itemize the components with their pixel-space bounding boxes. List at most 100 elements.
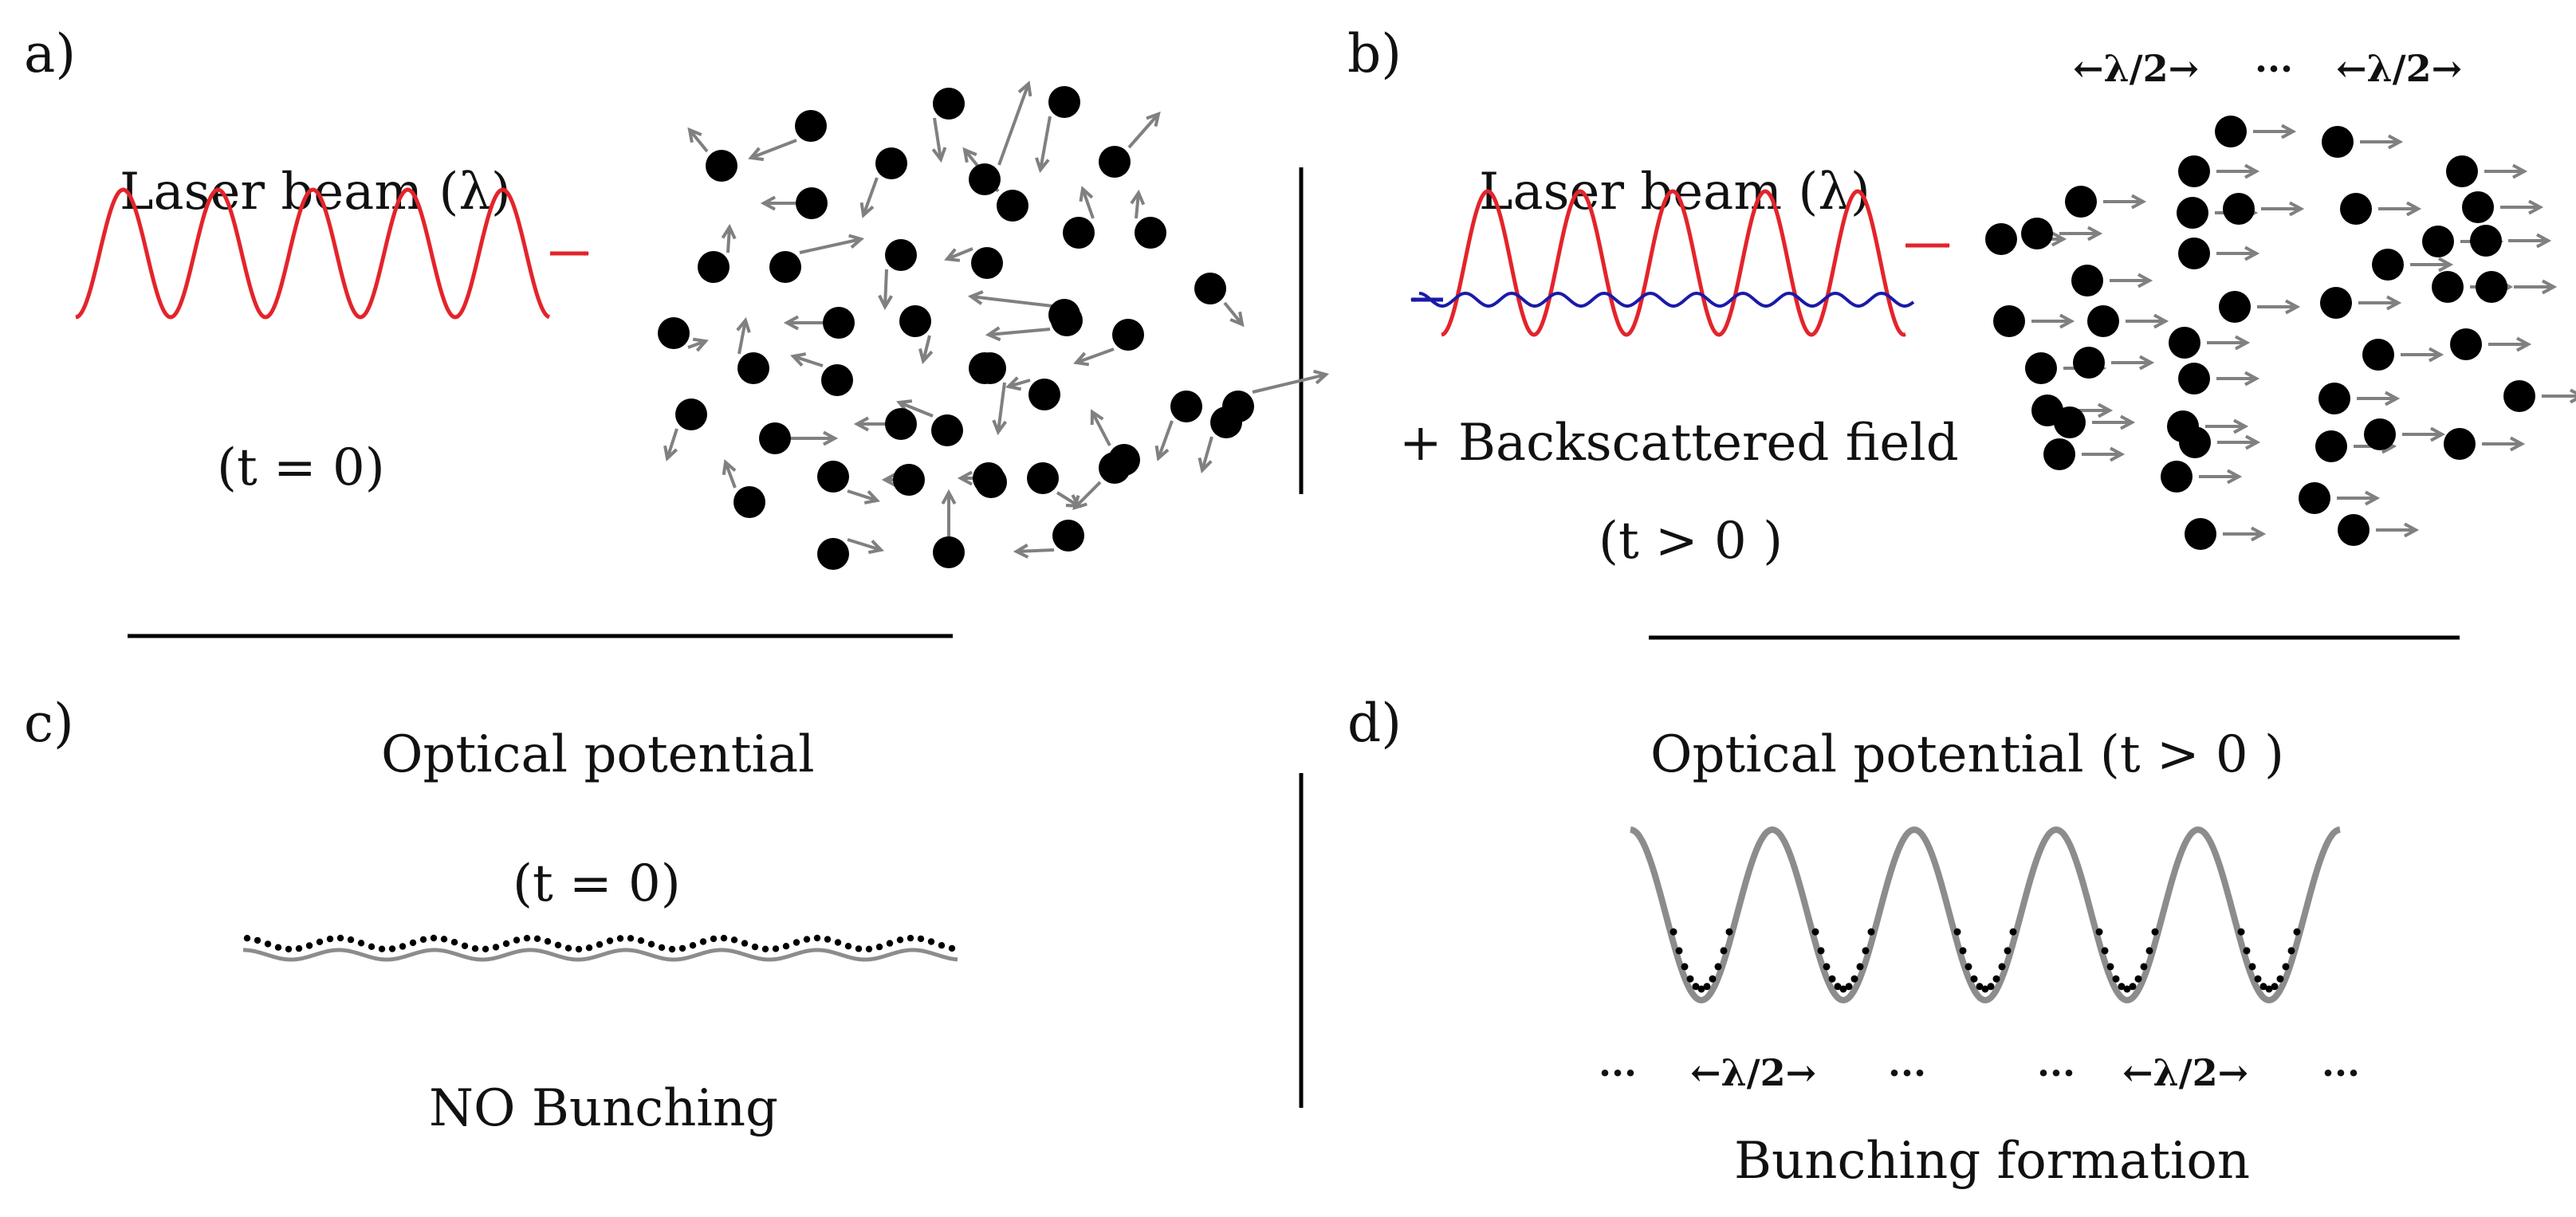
velocity-arrowhead — [2086, 226, 2103, 241]
atom — [931, 414, 963, 446]
modulated-optical-potential — [1630, 826, 2341, 1003]
trapped-atom-dot — [1686, 975, 1694, 983]
panel-d-dots-2: ··· — [1888, 1051, 1926, 1094]
velocity-arrowhead — [2244, 434, 2261, 450]
atom-dot — [741, 940, 749, 947]
atom — [2219, 291, 2251, 323]
velocity-arrowhead — [1005, 376, 1022, 391]
velocity-arrowhead — [790, 352, 807, 367]
velocity-arrowhead — [2153, 313, 2169, 329]
atom — [1985, 223, 2017, 255]
velocity-arrow — [1091, 411, 1111, 446]
atom — [885, 408, 917, 440]
velocity-arrowhead — [1079, 186, 1094, 202]
velocity-arrow — [1076, 347, 1115, 364]
velocity-arrow — [799, 238, 862, 254]
trapped-atom-dot — [2106, 963, 2114, 971]
velocity-arrowhead — [918, 348, 934, 365]
atom-dot — [254, 936, 262, 944]
atom — [796, 187, 828, 219]
uniform-atom-line — [243, 934, 956, 953]
atom — [2318, 383, 2350, 414]
atom — [2043, 438, 2075, 470]
atom-dot — [875, 943, 883, 951]
velocity-arrow — [847, 489, 878, 502]
atom-dot — [502, 940, 510, 948]
flat-optical-potential — [243, 948, 958, 962]
atom-dot — [544, 938, 552, 945]
laser-wave-a — [75, 187, 551, 320]
atom — [737, 352, 769, 384]
velocity-arrowhead — [1013, 544, 1029, 559]
trapped-atom-dot — [2282, 963, 2290, 971]
trapped-atom-dot — [1998, 963, 2006, 971]
atom — [733, 486, 765, 518]
trapped-atom-dot — [2254, 975, 2262, 983]
velocity-arrowhead — [721, 223, 737, 240]
atom-dot — [440, 936, 448, 943]
panel-d-dots-3: ··· — [2037, 1051, 2075, 1094]
velocity-arrowhead — [2535, 233, 2552, 249]
trapped-atom-dot — [1725, 928, 1733, 936]
atom-dot — [575, 945, 583, 953]
velocity-arrow — [988, 328, 1051, 336]
panel-b-ellipsis: ··· — [2255, 47, 2293, 90]
atom — [2025, 352, 2057, 384]
atom — [1027, 462, 1059, 494]
atom — [817, 538, 849, 570]
velocity-arrowhead — [2527, 199, 2544, 215]
panel-b-spacing-left: ←λ/2→ — [2073, 47, 2199, 90]
atom — [1135, 217, 1166, 249]
panel-d-dots-1: ··· — [1599, 1051, 1637, 1094]
velocity-arrowhead — [957, 470, 973, 486]
atom-dot — [596, 940, 604, 948]
panel-c-title: Optical potential — [381, 725, 815, 784]
atom-dot — [513, 936, 521, 944]
trapped-atom-dot — [1850, 975, 1858, 983]
velocity-arrowhead — [941, 489, 957, 505]
velocity-arrowhead — [2384, 391, 2401, 406]
panel-c-caption: NO Bunching — [429, 1079, 778, 1138]
atom-dot — [295, 944, 303, 952]
trapped-atom-dot — [2123, 985, 2131, 993]
atom — [675, 398, 707, 430]
atom-dot — [689, 942, 697, 949]
atom-dot — [430, 934, 438, 942]
velocity-arrowhead — [863, 489, 880, 504]
trapped-atom-dot — [1970, 975, 1978, 983]
velocity-arrowhead — [2137, 273, 2153, 289]
atom-dot — [720, 934, 728, 942]
atom-dot — [264, 940, 272, 948]
velocity-arrowhead — [2569, 388, 2576, 404]
atom-dot — [761, 945, 769, 953]
trapped-atom-dot — [1817, 947, 1825, 955]
laser-wave-b — [1441, 189, 1906, 337]
atom — [2340, 193, 2372, 225]
velocity-arrow — [1008, 379, 1031, 388]
trapped-atom-dot — [2145, 947, 2153, 955]
trapped-atom-dot — [1720, 947, 1728, 955]
velocity-arrowhead — [2515, 336, 2532, 352]
atom-dot — [844, 943, 852, 950]
velocity-arrowhead — [2428, 347, 2444, 363]
velocity-arrow — [1201, 436, 1213, 471]
velocity-arrow — [1039, 116, 1052, 171]
atom — [2372, 249, 2404, 281]
trapped-atom-dot — [1862, 947, 1870, 955]
velocity-arrowhead — [2051, 231, 2067, 247]
atom — [759, 422, 791, 454]
atom-dot — [243, 935, 251, 942]
atom-dot — [523, 935, 531, 942]
velocity-arrowhead — [760, 195, 777, 211]
trapped-atom-dot — [1709, 975, 1717, 983]
atom — [933, 536, 965, 568]
velocity-arrowhead — [2511, 163, 2528, 179]
atom — [1099, 452, 1131, 484]
velocity-arrow — [1081, 188, 1095, 219]
atom-dot — [554, 941, 562, 949]
atom — [2185, 518, 2216, 550]
atom-dot — [450, 939, 458, 946]
velocity-arrowhead — [2138, 355, 2155, 371]
atom-dot — [824, 936, 832, 943]
atom — [1051, 304, 1083, 336]
